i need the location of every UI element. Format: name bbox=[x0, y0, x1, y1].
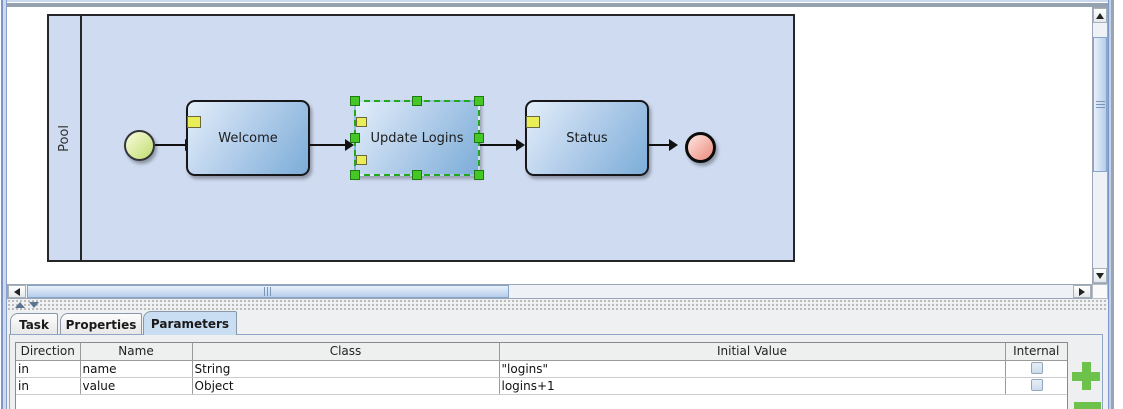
arrowhead-icon bbox=[669, 139, 678, 151]
scroll-up-button[interactable] bbox=[1093, 8, 1107, 23]
task-label: Status bbox=[566, 130, 608, 146]
canvas-vertical-scrollbar[interactable] bbox=[1092, 7, 1108, 284]
scrollbar-corner bbox=[1092, 284, 1108, 299]
tab-label: Parameters bbox=[150, 316, 230, 331]
triangle-down-icon bbox=[1096, 272, 1104, 279]
triangle-left-icon bbox=[14, 287, 20, 296]
sequence-flow-line[interactable] bbox=[310, 144, 346, 146]
collapse-up-icon[interactable] bbox=[15, 302, 25, 308]
thumb-grip-icon bbox=[1095, 100, 1105, 109]
task-update-logins[interactable]: Update Logins bbox=[350, 96, 484, 180]
dock-point-icon bbox=[526, 116, 540, 128]
resize-handle[interactable] bbox=[350, 133, 360, 143]
collapse-down-icon[interactable] bbox=[29, 302, 39, 308]
cell-direction[interactable]: in bbox=[16, 360, 81, 378]
task-label: Update Logins bbox=[370, 130, 464, 146]
resize-handle[interactable] bbox=[350, 96, 360, 106]
resize-handle[interactable] bbox=[474, 133, 484, 143]
vertical-scroll-thumb[interactable] bbox=[1093, 37, 1107, 172]
column-header-internal[interactable]: Internal bbox=[1005, 343, 1067, 361]
internal-checkbox[interactable] bbox=[1031, 361, 1044, 374]
task-label: Welcome bbox=[218, 130, 278, 146]
sequence-flow-line[interactable] bbox=[648, 144, 669, 146]
resize-handle[interactable] bbox=[412, 170, 422, 180]
sequence-flow-line[interactable] bbox=[480, 144, 516, 146]
cell-initial-value[interactable]: "logins" bbox=[499, 360, 1006, 378]
pool-label-band[interactable]: Pool bbox=[49, 16, 82, 260]
table-row: in name String "logins" bbox=[16, 360, 1067, 378]
parameters-table: Direction Name Class Initial Value Inter… bbox=[15, 342, 1068, 409]
resize-handle[interactable] bbox=[474, 96, 484, 106]
tab-label: Task bbox=[19, 317, 49, 332]
dock-point-icon bbox=[187, 116, 201, 128]
task-welcome[interactable]: Welcome bbox=[186, 100, 310, 176]
scroll-right-button[interactable] bbox=[1073, 285, 1091, 298]
cell-class[interactable]: Object bbox=[192, 377, 500, 395]
tab-parameters[interactable]: Parameters bbox=[143, 311, 237, 335]
remove-parameter-button[interactable] bbox=[1074, 402, 1101, 409]
triangle-right-icon bbox=[1079, 287, 1085, 296]
properties-panel: Task Properties Parameters Direction Nam… bbox=[7, 310, 1108, 409]
add-parameter-button[interactable] bbox=[1072, 362, 1100, 390]
cell-name[interactable]: value bbox=[80, 377, 193, 395]
tab-properties[interactable]: Properties bbox=[60, 313, 142, 335]
horizontal-scroll-thumb[interactable] bbox=[27, 285, 509, 298]
resize-handle[interactable] bbox=[412, 96, 422, 106]
triangle-up-icon bbox=[1096, 12, 1104, 19]
arrowhead-icon bbox=[516, 139, 525, 151]
pool-label: Pool bbox=[57, 124, 72, 152]
cell-class[interactable]: String bbox=[192, 360, 500, 378]
window-top-border bbox=[0, 0, 1123, 7]
parameters-tab-content: Direction Name Class Initial Value Inter… bbox=[9, 334, 1103, 409]
split-pane-divider[interactable] bbox=[7, 299, 1108, 310]
table-header-row: Direction Name Class Initial Value Inter… bbox=[16, 343, 1067, 361]
scroll-left-button[interactable] bbox=[8, 285, 26, 298]
process-canvas[interactable]: Pool Welcome Update Logins bbox=[7, 7, 1092, 284]
window-right-border bbox=[1108, 0, 1123, 409]
window-left-border bbox=[0, 0, 7, 409]
thumb-grip-icon bbox=[264, 287, 272, 296]
dock-point-icon bbox=[356, 117, 367, 127]
task-status[interactable]: Status bbox=[525, 100, 649, 176]
dock-point-icon bbox=[356, 155, 367, 165]
cell-direction[interactable]: in bbox=[16, 377, 81, 395]
cell-initial-value[interactable]: logins+1 bbox=[499, 377, 1006, 395]
tab-task[interactable]: Task bbox=[10, 313, 58, 335]
column-header-direction[interactable]: Direction bbox=[16, 343, 81, 361]
cell-name[interactable]: name bbox=[80, 360, 193, 378]
start-event-node[interactable] bbox=[124, 130, 155, 161]
column-header-class[interactable]: Class bbox=[192, 343, 500, 361]
scroll-down-button[interactable] bbox=[1093, 268, 1107, 283]
arrowhead-icon bbox=[345, 139, 354, 151]
sequence-flow-line[interactable] bbox=[155, 144, 186, 146]
table-row: in value Object logins+1 bbox=[16, 377, 1067, 395]
end-event-node[interactable] bbox=[685, 132, 716, 163]
resize-handle[interactable] bbox=[350, 170, 360, 180]
internal-checkbox[interactable] bbox=[1031, 378, 1044, 391]
tab-label: Properties bbox=[65, 317, 137, 332]
canvas-horizontal-scrollbar[interactable] bbox=[7, 284, 1092, 299]
column-header-name[interactable]: Name bbox=[80, 343, 193, 361]
column-header-initial-value[interactable]: Initial Value bbox=[499, 343, 1006, 361]
resize-handle[interactable] bbox=[474, 170, 484, 180]
